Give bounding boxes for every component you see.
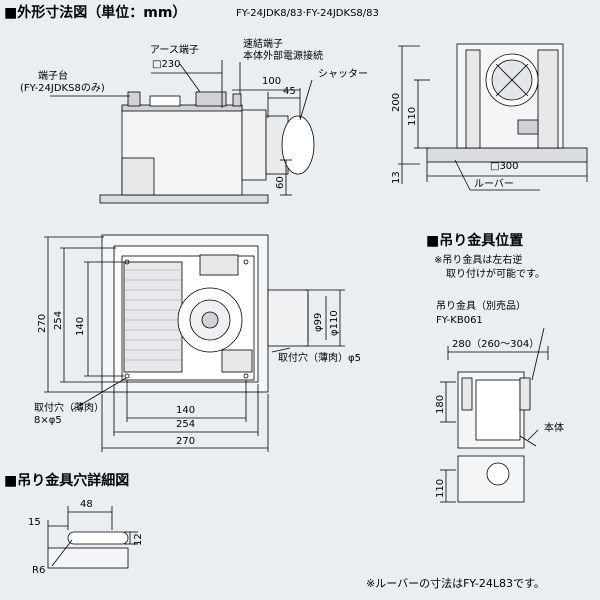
- dim-hole-12: 12: [133, 533, 144, 546]
- dim-hole-15: 15: [28, 517, 41, 528]
- dim-plan-270-v: 270: [37, 313, 48, 333]
- dim-hanger-180: 180: [435, 394, 446, 414]
- hanger-position-title: ■吊り金具位置: [426, 233, 524, 249]
- hanger-part-label: 吊り金具（別売品）: [436, 301, 526, 312]
- mount-hole-left-count: 8×φ5: [34, 415, 62, 426]
- connector-terminal-label: 速結端子: [243, 39, 283, 50]
- dim-duct-110: φ110: [329, 310, 340, 336]
- body-label: 本体: [544, 423, 564, 434]
- dim-side-110: 110: [407, 106, 418, 126]
- model-numbers: FY-24JDK8/83·FY-24JDKS8/83: [236, 8, 379, 19]
- dim-top-60: 60: [275, 176, 286, 189]
- dim-side-200: 200: [391, 92, 402, 112]
- side-view: [398, 43, 588, 191]
- footnote: ※ルーバーの寸法はFY-24L83です。: [366, 577, 545, 590]
- dim-top-sq230: □230: [152, 59, 181, 70]
- dim-side-13: 13: [391, 171, 402, 184]
- hanger-hole-detail: [47, 506, 138, 569]
- plan-view: [44, 234, 345, 452]
- hanger-note-2: 取り付けが可能です。: [446, 269, 545, 280]
- shutter-label: シャッター: [318, 69, 368, 80]
- dim-plan-254-v: 254: [53, 310, 64, 330]
- dim-hole-48: 48: [80, 499, 93, 510]
- dim-plan-140-v: 140: [75, 316, 86, 336]
- dim-top-45: 45: [283, 86, 296, 97]
- earth-terminal-label: アース端子: [150, 45, 199, 56]
- louver-label: ルーバー: [474, 179, 514, 190]
- hanger-position-view: [440, 327, 549, 503]
- dim-side-sq300: □300: [490, 161, 519, 172]
- hanger-hole-title: ■吊り金具穴詳細図: [4, 473, 130, 489]
- dim-top-100: 100: [262, 76, 282, 87]
- dim-duct-99: φ99: [313, 312, 324, 332]
- terminal-block-note: (FY-24JDKS8のみ): [20, 83, 105, 94]
- main-title: ■外形寸法図（単位：mm）: [4, 5, 187, 21]
- mount-hole-right-label: 取付穴（薄肉）φ5: [278, 353, 361, 364]
- mount-hole-left-label: 取付穴（薄肉）: [34, 403, 104, 414]
- dim-hole-r6: R6: [32, 565, 46, 576]
- terminal-block-label: 端子台: [38, 71, 68, 82]
- dim-hanger-110: 110: [435, 478, 446, 498]
- dim-plan-270-h: 270: [176, 436, 196, 447]
- dim-plan-140-h: 140: [176, 405, 196, 416]
- dim-hanger-280: 280（260～304）: [452, 339, 540, 350]
- front-view: [50, 60, 315, 204]
- hanger-note-1: ※吊り金具は左右逆: [434, 255, 523, 266]
- connector-terminal-note: 本体外部電源接続: [243, 51, 323, 62]
- dim-plan-254-h: 254: [176, 419, 196, 430]
- hanger-model-label: FY-KB061: [436, 315, 483, 326]
